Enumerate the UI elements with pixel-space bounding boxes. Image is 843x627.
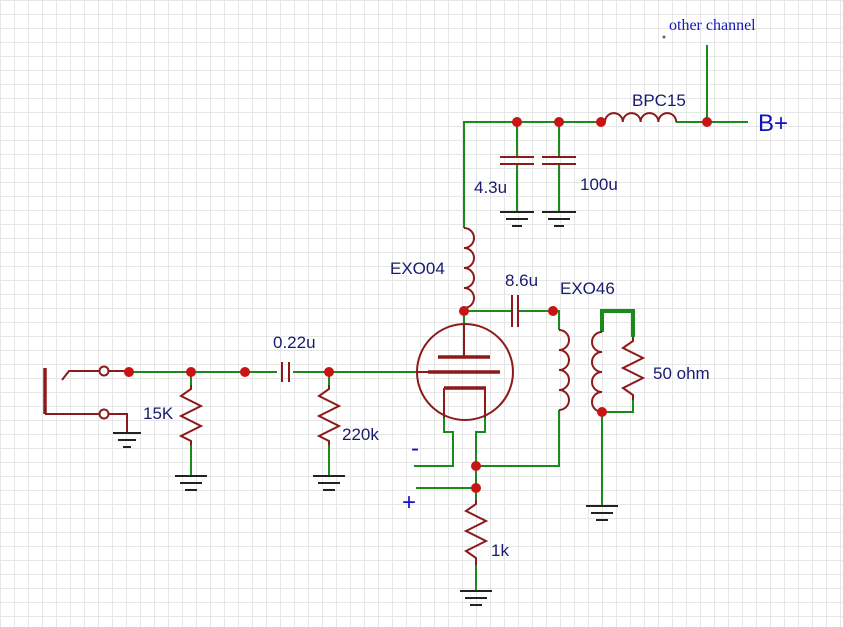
wire-exo46-primary-return (476, 410, 560, 467)
resistor-50-ohm (620, 337, 646, 400)
ground-100u (542, 211, 576, 227)
node (324, 367, 334, 377)
node (459, 306, 469, 316)
label-cap-4-3u: 4.3u (474, 178, 507, 197)
capacitor-8-6u (511, 295, 519, 327)
label-cap-100u: 100u (580, 175, 618, 194)
node (702, 117, 712, 127)
label-r-1k: 1k (491, 541, 509, 560)
tube-heater-legs (443, 388, 486, 418)
wire-secondary-bottom (602, 400, 634, 413)
node (124, 367, 134, 377)
capacitor-100u (542, 156, 576, 165)
label-cap-8-6u: 8.6u (505, 271, 538, 290)
capacitor-4-3u (500, 156, 534, 165)
vacuum-tube (416, 323, 514, 421)
label-r-220k: 220k (342, 425, 379, 444)
node (186, 367, 196, 377)
node (512, 117, 522, 127)
wire-minus (414, 405, 454, 467)
jack-tip-line (61, 370, 99, 381)
ground-220k (313, 475, 345, 491)
ground-jack (113, 432, 141, 448)
node (471, 483, 481, 493)
ground-15k (175, 475, 207, 491)
jack-tip-terminal (98, 365, 110, 377)
ground-1k (460, 590, 492, 606)
wires (130, 45, 748, 590)
label-minus: - (411, 435, 419, 462)
label-plus: + (402, 489, 416, 516)
label-50-ohm: 50 ohm (653, 364, 710, 383)
transformer-exo46-primary (558, 329, 570, 411)
ground-secondary (586, 505, 618, 521)
resistor-220k (316, 385, 342, 445)
resistor-15k (178, 385, 204, 445)
node (554, 117, 564, 127)
ground-symbols (113, 211, 618, 606)
inductor-bpc15 (604, 112, 678, 123)
node (596, 117, 606, 127)
capacitor-0-22u (281, 362, 290, 382)
node (548, 306, 558, 316)
wire-cap86-right (519, 310, 560, 330)
junction-nodes (124, 117, 712, 493)
marker-dot (662, 35, 666, 39)
label-other-channel: other channel (669, 17, 756, 34)
label-exo04: EXO04 (390, 259, 445, 278)
inductor-exo04 (463, 227, 475, 309)
label-r-15k: 15K (143, 404, 174, 423)
wire-secondary-top (600, 309, 635, 337)
jack-ring-terminal (98, 408, 110, 420)
node (240, 367, 250, 377)
label-bpc15: BPC15 (632, 91, 686, 110)
input-jack (43, 365, 128, 432)
label-exo46: EXO46 (560, 279, 615, 298)
node (471, 461, 481, 471)
label-cap-0-22u: 0.22u (273, 333, 316, 352)
wire-cathode (475, 405, 486, 488)
resistor-1k (463, 500, 489, 565)
label-bplus: B+ (758, 110, 788, 137)
jack-ring-wire (109, 413, 128, 432)
ground-4-3u (500, 211, 534, 227)
node (597, 407, 607, 417)
transformer-exo46-secondary (591, 331, 603, 413)
labels: other channel BPC15 B+ 4.3u 100u EXO04 8… (143, 17, 788, 560)
